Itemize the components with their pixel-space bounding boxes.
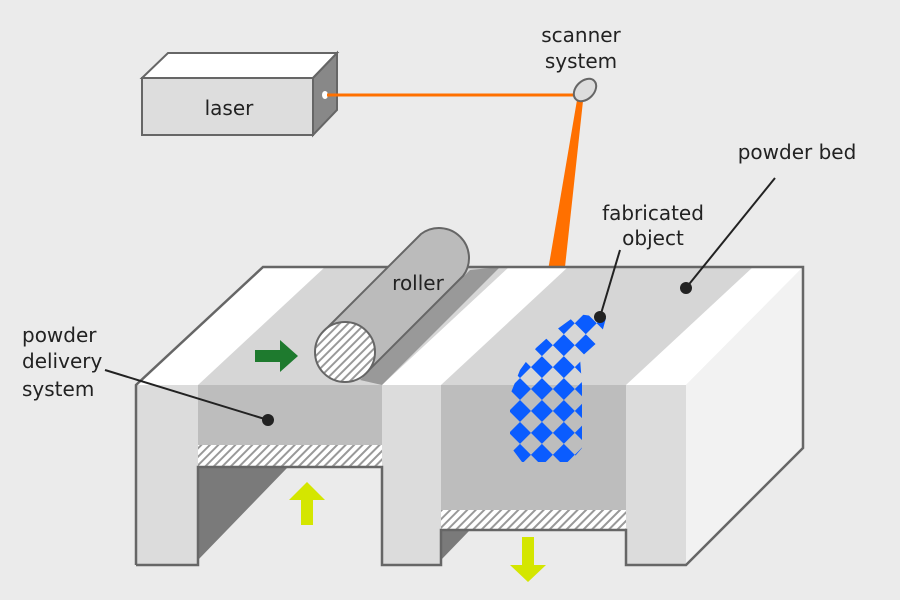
leader-powder-delivery [104, 369, 269, 421]
powder-bed-label: powder bed [738, 140, 857, 164]
laser-unit: laser [139, 50, 340, 138]
laser-label: laser [205, 96, 255, 120]
delivery-label-line2: delivery [22, 349, 102, 373]
fabricated-label-line2: object [622, 226, 684, 250]
scanner-label-line2: system [545, 49, 617, 73]
machine-body [134, 265, 805, 567]
leader-powder-bed [685, 177, 776, 289]
delivery-label-line1: powder [22, 323, 97, 347]
roller: roller [314, 227, 470, 383]
delivery-label-line3: system [22, 377, 94, 401]
leader-dot [262, 414, 274, 426]
scanner-label-line1: scanner [541, 23, 621, 47]
scanner-mirror [572, 77, 598, 103]
arrow-up-icon [289, 482, 325, 525]
arrow-down-icon [510, 537, 546, 582]
fabricated-label-line1: fabricated [602, 201, 704, 225]
roller-label: roller [392, 271, 444, 295]
leader-dot [680, 282, 692, 294]
arrow-right-icon [255, 340, 298, 372]
leader-dot [594, 311, 606, 323]
leader-fabricated-object [599, 249, 621, 318]
